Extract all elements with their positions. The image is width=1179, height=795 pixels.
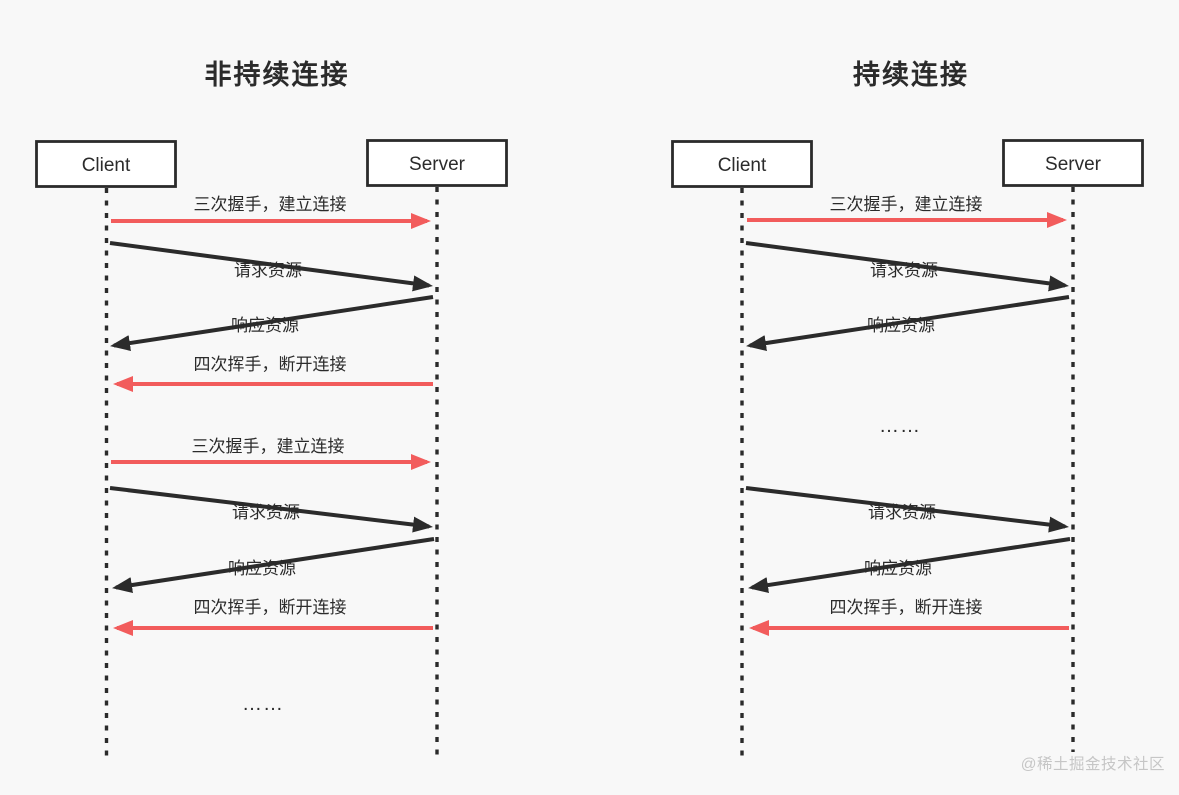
request-arrow <box>109 241 433 292</box>
message-label: 四次挥手，断开连接 <box>194 355 347 374</box>
left-client-box <box>35 140 177 188</box>
message-label: 响应资源 <box>867 316 935 335</box>
ellipsis: …… <box>879 415 921 437</box>
message-label: 请求资源 <box>234 261 302 280</box>
response-arrow <box>112 537 435 593</box>
left-server-label: Server <box>409 154 466 175</box>
message-label: 四次挥手，断开连接 <box>830 598 983 617</box>
message-label: 四次挥手，断开连接 <box>194 598 347 617</box>
message-label: 请求资源 <box>232 503 300 522</box>
left-diagram: 非持续连接 Client Server 三次握手，建立连接 请求资源 响应资源 … <box>35 59 508 757</box>
message-label: 请求资源 <box>870 261 938 280</box>
message-label: 请求资源 <box>868 503 936 522</box>
ellipsis: …… <box>242 693 284 715</box>
right-server-box <box>1002 139 1144 187</box>
left-client-label: Client <box>82 155 131 176</box>
message-label: 响应资源 <box>228 559 296 578</box>
message-label: 三次握手，建立连接 <box>194 195 347 214</box>
watermark-text: @稀土掘金技术社区 <box>1021 755 1165 773</box>
request-arrow <box>109 486 433 533</box>
response-arrow <box>110 295 434 352</box>
right-diagram: 持续连接 Client Server 三次握手，建立连接 请求资源 响应资源 …… <box>671 59 1144 757</box>
request-arrow <box>745 241 1069 292</box>
response-arrow <box>746 295 1070 352</box>
right-server-label: Server <box>1045 154 1102 175</box>
right-client-box <box>671 140 813 188</box>
message-label: 响应资源 <box>231 316 299 335</box>
request-arrow <box>745 486 1069 533</box>
right-client-label: Client <box>718 155 767 176</box>
message-label: 三次握手，建立连接 <box>830 195 983 214</box>
response-arrow <box>748 537 1071 593</box>
left-server-box <box>366 139 508 187</box>
right-diagram-title: 持续连接 <box>853 59 969 90</box>
left-diagram-title: 非持续连接 <box>205 59 350 90</box>
message-label: 响应资源 <box>864 559 932 578</box>
message-label: 三次握手，建立连接 <box>192 437 345 456</box>
